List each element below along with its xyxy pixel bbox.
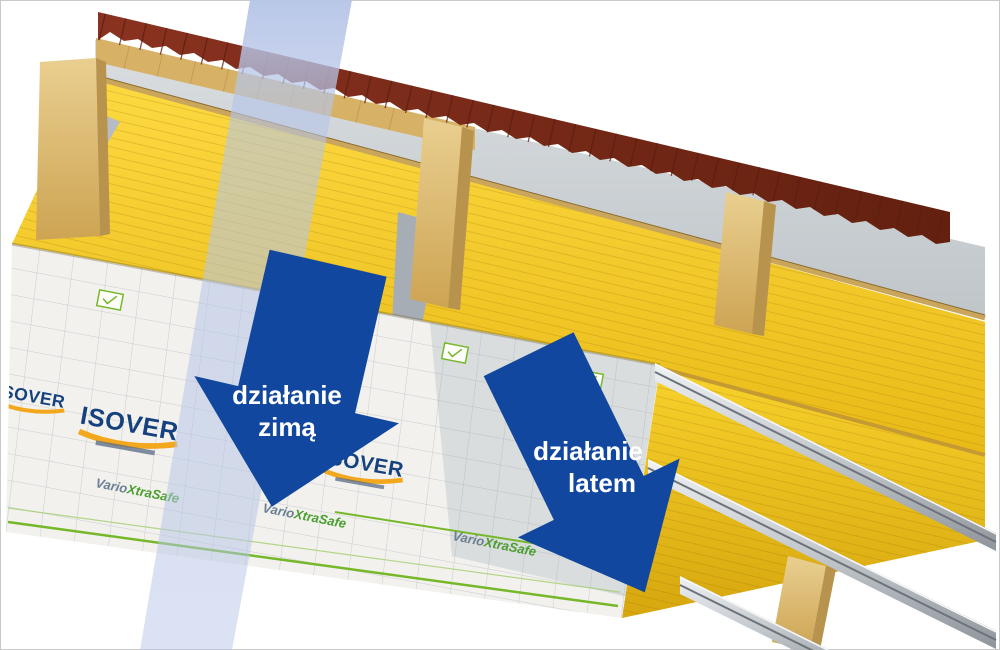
rafter-face (772, 556, 826, 650)
metal-profile (679, 576, 830, 650)
stamp-check-icon (102, 295, 118, 305)
product-prefix: Vario (451, 528, 485, 549)
airflow-band (140, 0, 352, 650)
stamp-check-icon (447, 348, 463, 358)
stamp-box (440, 341, 470, 365)
profile-highlight (679, 576, 830, 650)
profile-highlight (654, 363, 997, 535)
isover-logo-swoosh (320, 467, 403, 484)
rafter-side (448, 127, 474, 310)
profile-highlight (647, 459, 997, 633)
membrane-green-line-2 (7, 507, 621, 593)
insulation-lower-texture (622, 368, 985, 618)
rafter-side (752, 201, 776, 336)
quality-stamp (440, 341, 470, 365)
insulation-lower (622, 366, 986, 618)
quality-stamp (95, 288, 125, 312)
metal-profile (647, 459, 997, 649)
summer-arrow: działanie latem (483, 332, 680, 593)
rafter-face (410, 118, 462, 308)
rafter-post-right (714, 192, 776, 336)
winter-arrow-shape (194, 249, 399, 507)
rafter-post-bottom (772, 556, 836, 650)
stamp-box (95, 288, 125, 312)
summer-arrow-label-line2: latem (568, 468, 636, 498)
isover-logo-subtext (335, 476, 385, 490)
counter-batten-strip (659, 366, 986, 457)
rafter-side (810, 566, 836, 650)
rafter-face (714, 192, 764, 334)
rafter-post-middle (410, 118, 474, 310)
isover-logo-swoosh (6, 399, 65, 414)
profile-slot (647, 467, 997, 641)
profile-slot (679, 584, 814, 650)
product-prefix: Vario (261, 500, 295, 521)
profile-slot (654, 371, 997, 543)
rafter-side (96, 58, 110, 236)
isover-logo-subtext (95, 440, 156, 456)
summer-arrow-shape (483, 332, 680, 593)
winter-arrow-label-line1: działanie (232, 380, 342, 410)
summer-arrow-label-line1: działanie (533, 436, 643, 466)
membrane-green-line (7, 520, 619, 608)
product-prefix: Vario (94, 475, 128, 496)
profile-body (680, 576, 830, 650)
rafter-face (36, 58, 100, 240)
metal-profiles (647, 363, 997, 650)
rafter-post-left (36, 58, 110, 240)
isover-logo-swoosh (77, 428, 178, 449)
metal-profile (654, 363, 997, 551)
winter-arrow-label-line2: zimą (258, 412, 316, 442)
winter-arrow: działanie zimą (194, 249, 399, 507)
